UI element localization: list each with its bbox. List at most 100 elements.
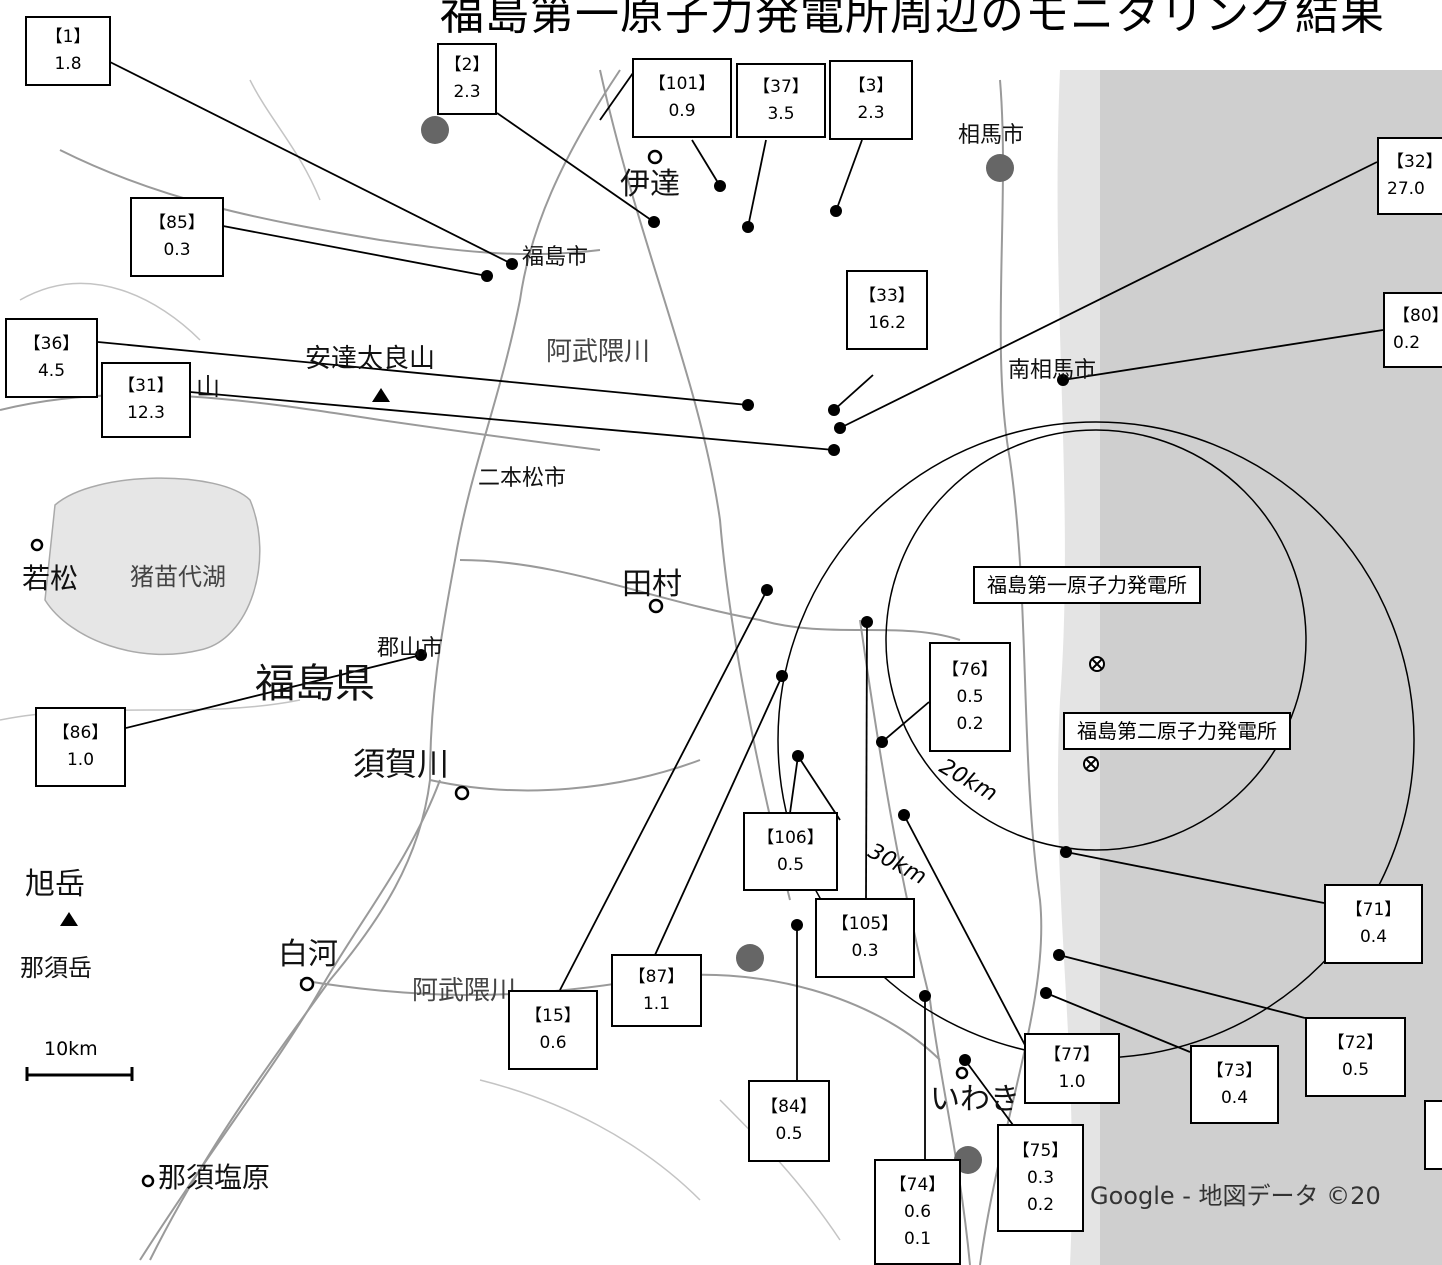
site-value: 0.2 bbox=[1393, 333, 1421, 353]
site-value: 0.4 bbox=[1220, 1087, 1249, 1108]
city-marker-iwaki bbox=[955, 1066, 969, 1080]
site-value: 1.0 bbox=[1058, 1071, 1086, 1092]
site-id: 【72】 bbox=[1327, 1033, 1384, 1053]
site-value-2: 0.1 bbox=[903, 1228, 932, 1249]
map-credit: Google - 地図データ ©20 bbox=[1090, 1182, 1381, 1210]
leader-86 bbox=[125, 654, 422, 729]
site-id: 【33】 bbox=[859, 286, 915, 306]
leader-3 bbox=[835, 139, 863, 212]
site-value: 1.1 bbox=[642, 993, 671, 1014]
place-date: 伊達 bbox=[620, 167, 680, 202]
road-minor-3 bbox=[479, 1079, 701, 1201]
site-dot-32 bbox=[834, 422, 846, 434]
site-label-36: 【36】 4.5 bbox=[5, 318, 98, 398]
site-value: 0.3 bbox=[851, 941, 879, 961]
site-value: 27.0 bbox=[1387, 179, 1425, 199]
road-north bbox=[59, 149, 601, 256]
leader-106-a bbox=[789, 755, 799, 814]
site-value: 1.0 bbox=[66, 750, 95, 770]
site-dot-76 bbox=[876, 736, 888, 748]
leader-36 bbox=[97, 341, 749, 406]
site-value: 0.5 bbox=[1341, 1060, 1370, 1080]
site-label-73: 【73】 0.4 bbox=[1190, 1045, 1279, 1124]
place-fukushima-city: 福島市 bbox=[522, 245, 589, 270]
site-dot-15 bbox=[761, 584, 773, 596]
site-id: 【15】 bbox=[525, 1006, 581, 1026]
site-label-31: 【31】 12.3 bbox=[101, 362, 191, 438]
site-id: 【31】 bbox=[118, 376, 174, 396]
city-marker-tamura bbox=[648, 598, 664, 614]
city-marker-date bbox=[647, 149, 663, 165]
site-dot-73 bbox=[1040, 987, 1052, 999]
site-label-75: 【75】 0.3 0.2 bbox=[997, 1124, 1084, 1232]
site-label-77: 【77】 1.0 bbox=[1024, 1033, 1120, 1104]
site-id: 【32】 bbox=[1387, 152, 1442, 172]
site-label-37: 【37】 3.5 bbox=[736, 63, 826, 138]
leader-80 bbox=[1062, 329, 1384, 381]
road-tohoku bbox=[139, 779, 441, 1261]
place-asahidake: 旭岳 bbox=[25, 867, 85, 902]
site-id: 【71】 bbox=[1345, 900, 1402, 920]
site-label-86: 【86】 1.0 bbox=[35, 707, 126, 787]
site-dot-75 bbox=[959, 1054, 971, 1066]
site-label-33: 【33】 16.2 bbox=[846, 270, 928, 350]
site-label-106: 【106】 0.5 bbox=[743, 812, 838, 891]
site-id: 【37】 bbox=[753, 76, 809, 97]
route-shield-icon bbox=[986, 154, 1014, 182]
leader-101-b bbox=[691, 139, 721, 187]
site-dot-87 bbox=[776, 670, 788, 682]
city-marker-wakamatsu bbox=[30, 538, 44, 552]
leader-37 bbox=[747, 139, 767, 228]
site-label-1: 【1】 1.8 bbox=[25, 16, 111, 86]
place-sukagawa: 須賀川 bbox=[353, 745, 450, 783]
leader-101-a bbox=[599, 72, 634, 121]
site-id: 【86】 bbox=[52, 723, 109, 743]
site-id: 【76】 bbox=[942, 659, 998, 680]
site-dot-72 bbox=[1053, 949, 1065, 961]
leader-73 bbox=[1045, 992, 1191, 1053]
site-value: 2.3 bbox=[453, 82, 481, 102]
road-minor-1 bbox=[19, 282, 201, 341]
site-value-2: 0.2 bbox=[1026, 1194, 1055, 1215]
site-label-3: 【3】 2.3 bbox=[829, 60, 913, 140]
site-label-84: 【84】 0.5 bbox=[748, 1080, 830, 1162]
ring-20km bbox=[885, 429, 1307, 851]
road-minor-4 bbox=[249, 79, 321, 201]
site-label-87: 【87】 1.1 bbox=[611, 954, 702, 1027]
lake-inawashiro bbox=[44, 477, 261, 656]
site-id: 【101】 bbox=[648, 74, 716, 94]
road-west bbox=[0, 393, 601, 451]
leader-75 bbox=[964, 1059, 1014, 1126]
site-dot-86 bbox=[415, 649, 427, 661]
leader-15 bbox=[559, 589, 768, 991]
site-value: 4.5 bbox=[37, 361, 66, 381]
mountain-adatara-icon bbox=[372, 388, 390, 402]
road-central bbox=[599, 69, 791, 901]
site-value: 0.3 bbox=[163, 240, 191, 260]
leader-85 bbox=[222, 225, 488, 277]
place-abukuma-river-north: 阿武隈川 bbox=[546, 337, 651, 367]
plant-label-daiichi: 福島第一原子力発電所 bbox=[973, 566, 1201, 604]
site-dot-31 bbox=[828, 444, 840, 456]
plant-marker-daini bbox=[1083, 756, 1099, 772]
site-id: 【2】 bbox=[444, 55, 490, 75]
leader-1 bbox=[109, 61, 513, 265]
site-id: 【75】 bbox=[1012, 1140, 1069, 1161]
place-inawashiro-lake: 猪苗代湖 bbox=[130, 563, 226, 591]
site-dot-36 bbox=[742, 399, 754, 411]
route-shield-icon bbox=[421, 116, 449, 144]
site-value: 0.9 bbox=[668, 101, 696, 121]
place-soma: 相馬市 bbox=[958, 123, 1025, 148]
leader-106-b bbox=[797, 755, 841, 821]
place-nasushiobara: 那須塩原 bbox=[158, 1161, 271, 1194]
site-dot-101 bbox=[714, 180, 726, 192]
site-value: 0.5 bbox=[775, 1124, 803, 1144]
place-fukushima-prefecture: 福島県 bbox=[255, 661, 375, 707]
site-id: 【84】 bbox=[761, 1097, 817, 1117]
site-value: 0.4 bbox=[1359, 927, 1388, 947]
city-marker-sukagawa bbox=[454, 785, 470, 801]
place-abukuma-river-south: 阿武隈川 bbox=[412, 976, 517, 1006]
place-yama: 山 bbox=[196, 373, 220, 401]
